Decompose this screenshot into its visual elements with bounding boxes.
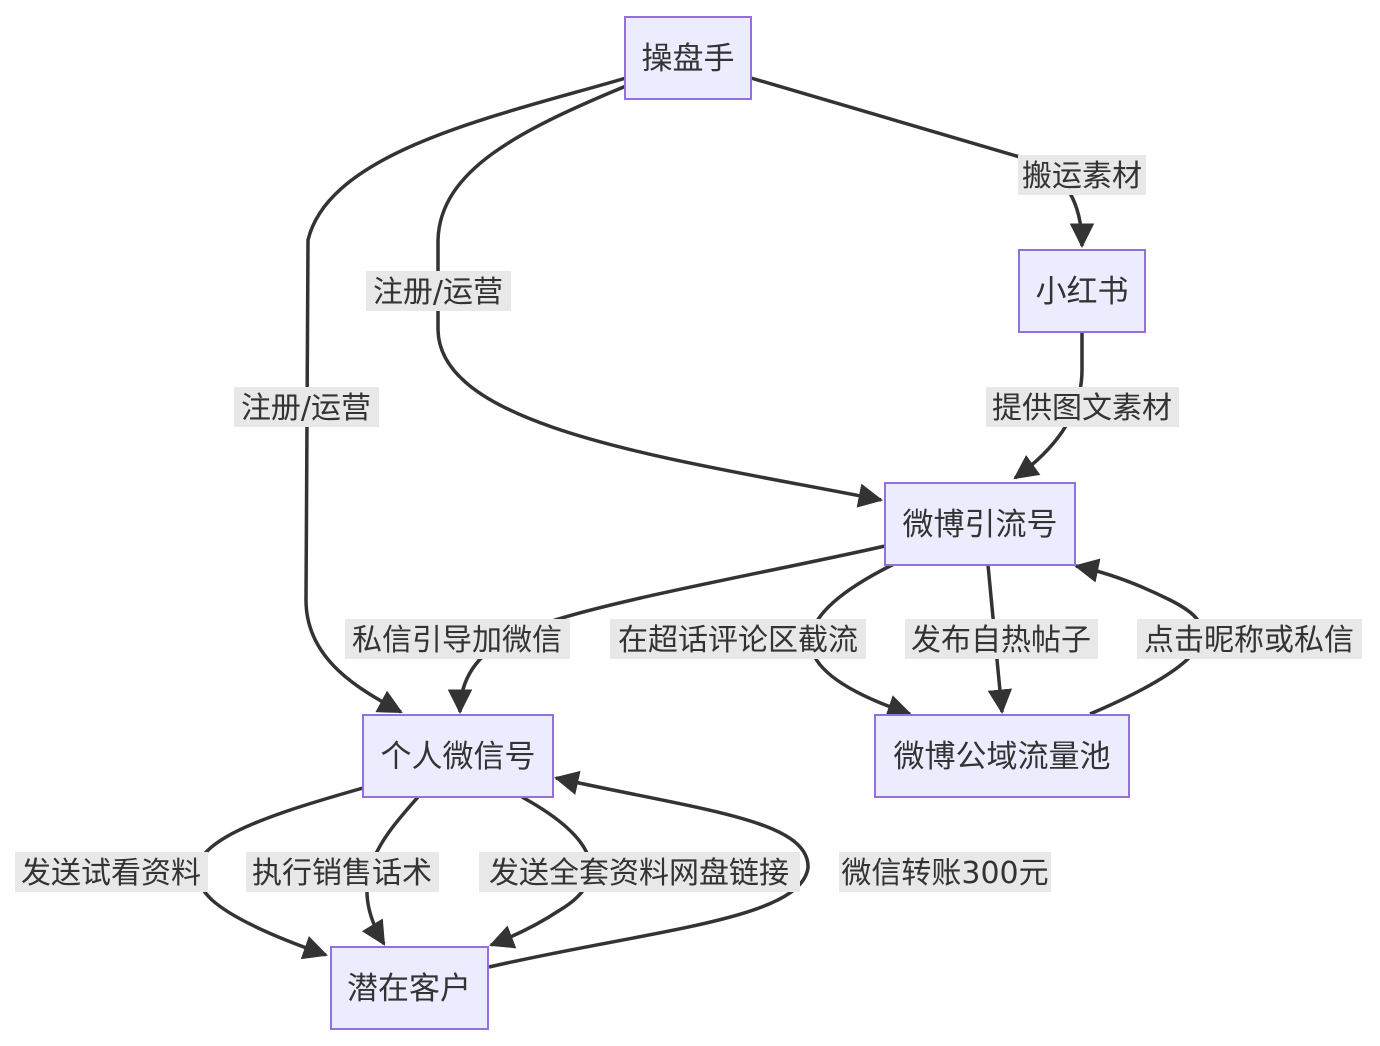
svg-text:潜在客户: 潜在客户	[347, 971, 471, 1007]
node-caopanshou[interactable]: 操盘手	[624, 16, 752, 100]
node-geren-weixin[interactable]: 个人微信号	[362, 714, 554, 798]
edge-label-zhuce-yunying-weixin: 注册/运营	[234, 387, 379, 427]
edge-labels: 搬运素材 注册/运营 注册/运营 提供图文素材 私信引导加微信 在超话评论区截流…	[15, 155, 1362, 892]
svg-text:在超话评论区截流: 在超话评论区截流	[618, 623, 858, 658]
edge-weibo-yinliu-to-geren-weixin	[447, 544, 886, 715]
svg-text:操盘手: 操盘手	[642, 41, 735, 77]
edge-label-wangpan-lianjie: 发送全套资料网盘链接	[479, 852, 800, 892]
node-weibo-gongyu[interactable]: 微博公域流量池	[874, 714, 1130, 798]
edge-label-tigong-tuwen-sucai: 提供图文素材	[986, 387, 1179, 427]
svg-text:小红书: 小红书	[1036, 274, 1129, 310]
node-weibo-yinliu[interactable]: 微博引流号	[884, 482, 1076, 566]
node-qianzai-kehu[interactable]: 潜在客户	[330, 946, 489, 1030]
svg-text:发布自热帖子: 发布自热帖子	[911, 623, 1091, 658]
edge-label-zhuce-yunying-weibo: 注册/运营	[366, 271, 511, 311]
edge-caopanshou-to-geren-weixin	[304, 76, 627, 714]
edge-label-fasong-shikan: 发送试看资料	[15, 852, 208, 892]
edge-label-chaohua-jieliu: 在超话评论区截流	[610, 619, 866, 659]
svg-text:点击昵称或私信: 点击昵称或私信	[1144, 623, 1354, 658]
edge-label-fabu-zire: 发布自热帖子	[905, 619, 1098, 659]
edge-label-dianji-nicheng: 点击昵称或私信	[1137, 619, 1362, 659]
svg-text:执行销售话术: 执行销售话术	[252, 856, 432, 891]
edge-label-zhuanzhang: 微信转账300元	[839, 852, 1051, 892]
edge-caopanshou-to-weibo-yinliu	[436, 84, 884, 508]
node-xiaohongshu[interactable]: 小红书	[1018, 249, 1146, 333]
edge-label-zhixing-huashu: 执行销售话术	[246, 852, 439, 892]
edge-qianzai-kehu-to-geren-weixin	[488, 770, 810, 969]
svg-text:注册/运营: 注册/运营	[373, 275, 503, 310]
svg-text:提供图文素材: 提供图文素材	[992, 391, 1172, 426]
edge-geren-weixin-to-qianzai-kehu-wangpan	[489, 795, 593, 949]
svg-text:私信引导加微信: 私信引导加微信	[352, 623, 562, 658]
svg-text:注册/运营: 注册/运营	[241, 391, 371, 426]
svg-text:微信转账300元: 微信转账300元	[841, 856, 1048, 891]
svg-text:微博公域流量池: 微博公域流量池	[894, 739, 1111, 775]
svg-text:个人微信号: 个人微信号	[381, 739, 536, 775]
edge-label-sixin-yindao: 私信引导加微信	[345, 619, 570, 659]
nodes: 操盘手 小红书 微博引流号 个人微信号 微博公域流量池 潜在客户	[330, 16, 1146, 1030]
svg-text:发送全套资料网盘链接: 发送全套资料网盘链接	[489, 856, 789, 891]
svg-text:发送试看资料: 发送试看资料	[21, 856, 201, 891]
svg-text:搬运素材: 搬运素材	[1022, 159, 1142, 194]
svg-text:微博引流号: 微博引流号	[903, 507, 1058, 543]
edge-weibo-gongyu-to-weibo-yinliu	[1073, 558, 1205, 716]
edge-label-banyun-sucai: 搬运素材	[1018, 155, 1146, 195]
